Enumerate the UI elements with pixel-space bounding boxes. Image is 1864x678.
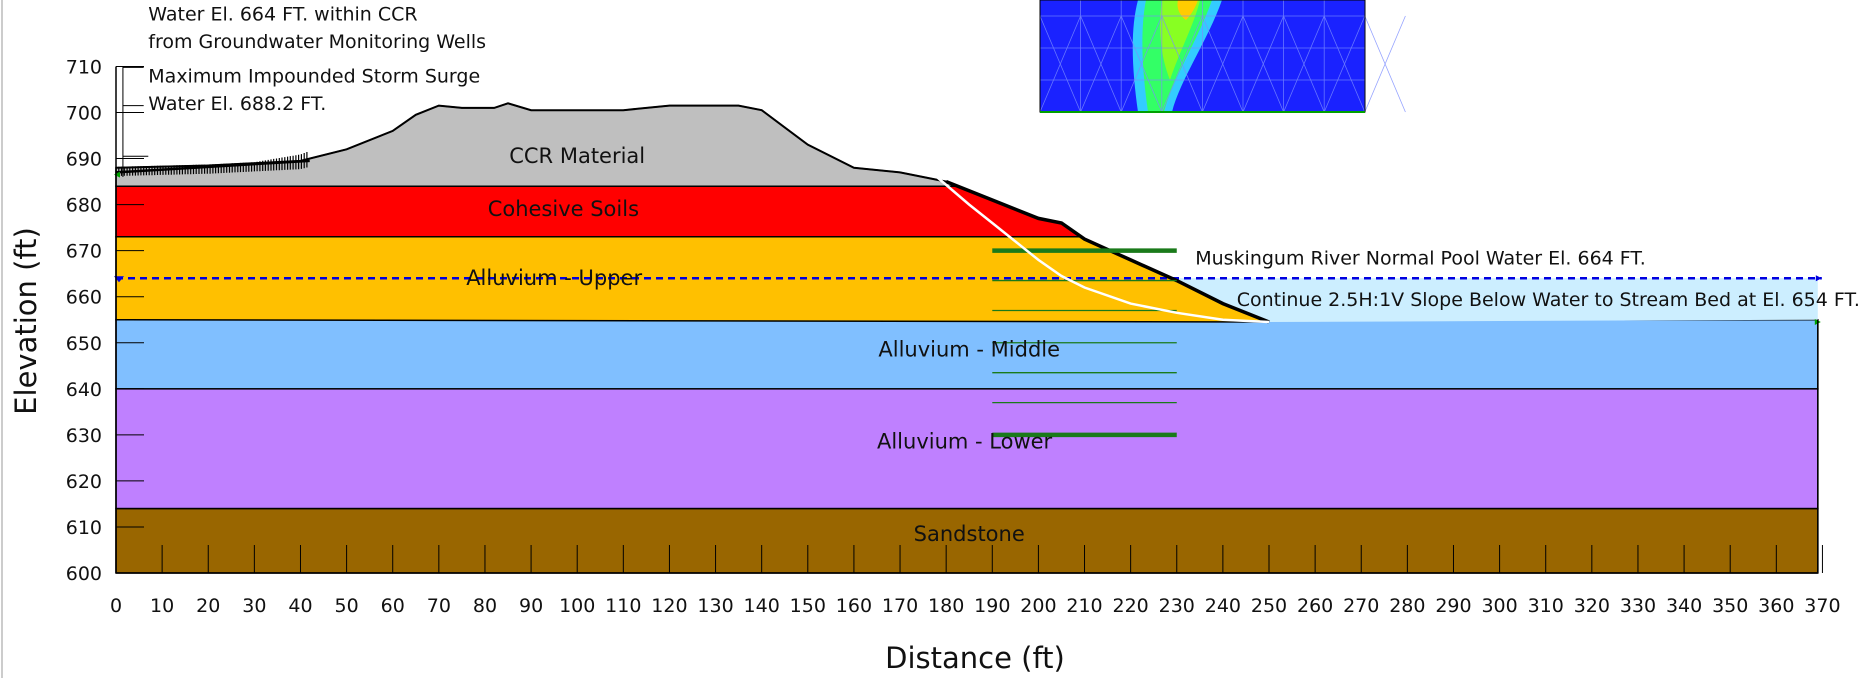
x-tick-label: 10	[150, 595, 174, 617]
x-tick-label: 30	[242, 595, 266, 617]
annotations: Water El. 664 FT. within CCR from Groundw…	[122, 3, 1860, 311]
x-tick-label: 290	[1435, 595, 1471, 617]
y-tick-label: 640	[66, 379, 102, 401]
water-annotation-text: Maximum Impounded Storm Surge	[148, 66, 480, 88]
x-tick-label: 260	[1297, 595, 1333, 617]
x-tick-label: 180	[928, 595, 964, 617]
y-axis-title: Elevation (ft)	[9, 227, 43, 415]
x-tick-label: 0	[110, 595, 122, 617]
inset-contour-plot	[1039, 0, 1406, 113]
x-tick-label: 80	[473, 595, 497, 617]
y-tick-label: 630	[66, 425, 102, 447]
x-tick-label: 240	[1205, 595, 1241, 617]
x-tick-label: 250	[1251, 595, 1287, 617]
water-annotation-text: Water El. 664 FT. within CCR	[148, 3, 417, 25]
x-tick-label: 190	[974, 595, 1010, 617]
material-label: CCR Material	[509, 144, 645, 168]
x-tick-label: 270	[1343, 595, 1379, 617]
slip-surface-line	[936, 176, 1270, 324]
material-layers	[115, 102, 1819, 574]
ground-surface	[114, 102, 1821, 326]
material-label: Cohesive Soils	[488, 197, 639, 221]
x-tick-label: 60	[381, 595, 405, 617]
x-tick-label: 90	[519, 595, 543, 617]
axes: 600 610 620 630 640 650 660 670 680 690 700 710 0 10 2…	[66, 56, 1841, 617]
x-tick-label: 160	[836, 595, 872, 617]
x-tick-label: 350	[1712, 595, 1748, 617]
x-tick-label: 100	[559, 595, 595, 617]
alluvium-lower-layer	[115, 388, 1819, 510]
y-tick-label: 650	[66, 333, 102, 355]
annotation-leader	[122, 66, 144, 177]
inset-contour-zone	[1160, 0, 1200, 80]
water-annotation-text: from Groundwater Monitoring Wells	[148, 31, 486, 53]
water-annotation-text: Water El. 688.2 FT.	[148, 93, 326, 115]
x-tick-label: 40	[288, 595, 312, 617]
left-boundary-marker	[114, 171, 120, 178]
x-tick-label: 300	[1481, 595, 1517, 617]
x-axis-title: Distance (ft)	[885, 641, 1065, 675]
x-tick-label: 320	[1574, 595, 1610, 617]
y-tick-label: 610	[66, 517, 102, 539]
critical-slip-surface	[936, 176, 1270, 324]
y-tick-label: 620	[66, 471, 102, 493]
x-tick-label: 330	[1620, 595, 1656, 617]
x-tick-label: 200	[1020, 595, 1056, 617]
river-annotation-text: Continue 2.5H:1V Slope Below Water to St…	[1237, 289, 1860, 311]
y-tick-label: 670	[66, 241, 102, 263]
x-tick-label: 280	[1389, 595, 1425, 617]
x-tick-label: 70	[427, 595, 451, 617]
river-bank-slope-line	[945, 179, 1270, 324]
material-label: Alluvium - Middle	[878, 338, 1060, 362]
material-label: Sandstone	[914, 522, 1025, 546]
x-tick-label: 220	[1113, 595, 1149, 617]
y-tick-label: 710	[66, 56, 102, 78]
y-tick-label: 700	[66, 103, 102, 125]
x-tick-label: 370	[1804, 595, 1840, 617]
y-tick-label: 690	[66, 149, 102, 171]
water-level-marker-right	[1815, 275, 1822, 282]
x-tick-label: 130	[697, 595, 733, 617]
x-tick-label: 20	[196, 595, 220, 617]
entry-exit-grid	[992, 248, 1177, 438]
storm-surge-water-line	[115, 159, 310, 174]
river-water-area	[1171, 278, 1818, 322]
y-tick-label: 600	[66, 563, 102, 585]
material-label: Alluvium - Lower	[877, 430, 1053, 454]
x-tick-label: 360	[1758, 595, 1794, 617]
x-tick-label: 50	[335, 595, 359, 617]
x-tick-label: 230	[1159, 595, 1195, 617]
y-tick-label: 660	[66, 287, 102, 309]
river-annotation-text: Muskingum River Normal Pool Water El. 66…	[1195, 247, 1646, 269]
x-tick-label: 310	[1528, 595, 1564, 617]
x-tick-label: 110	[605, 595, 641, 617]
x-tick-label: 170	[882, 595, 918, 617]
y-tick-label: 680	[66, 195, 102, 217]
inset-contour-zone	[1177, 0, 1198, 20]
x-tick-label: 120	[651, 595, 687, 617]
x-tick-label: 140	[744, 595, 780, 617]
x-tick-label: 150	[790, 595, 826, 617]
x-tick-label: 340	[1666, 595, 1702, 617]
material-label: Alluvium - Upper	[466, 266, 642, 290]
x-tick-label: 210	[1066, 595, 1102, 617]
